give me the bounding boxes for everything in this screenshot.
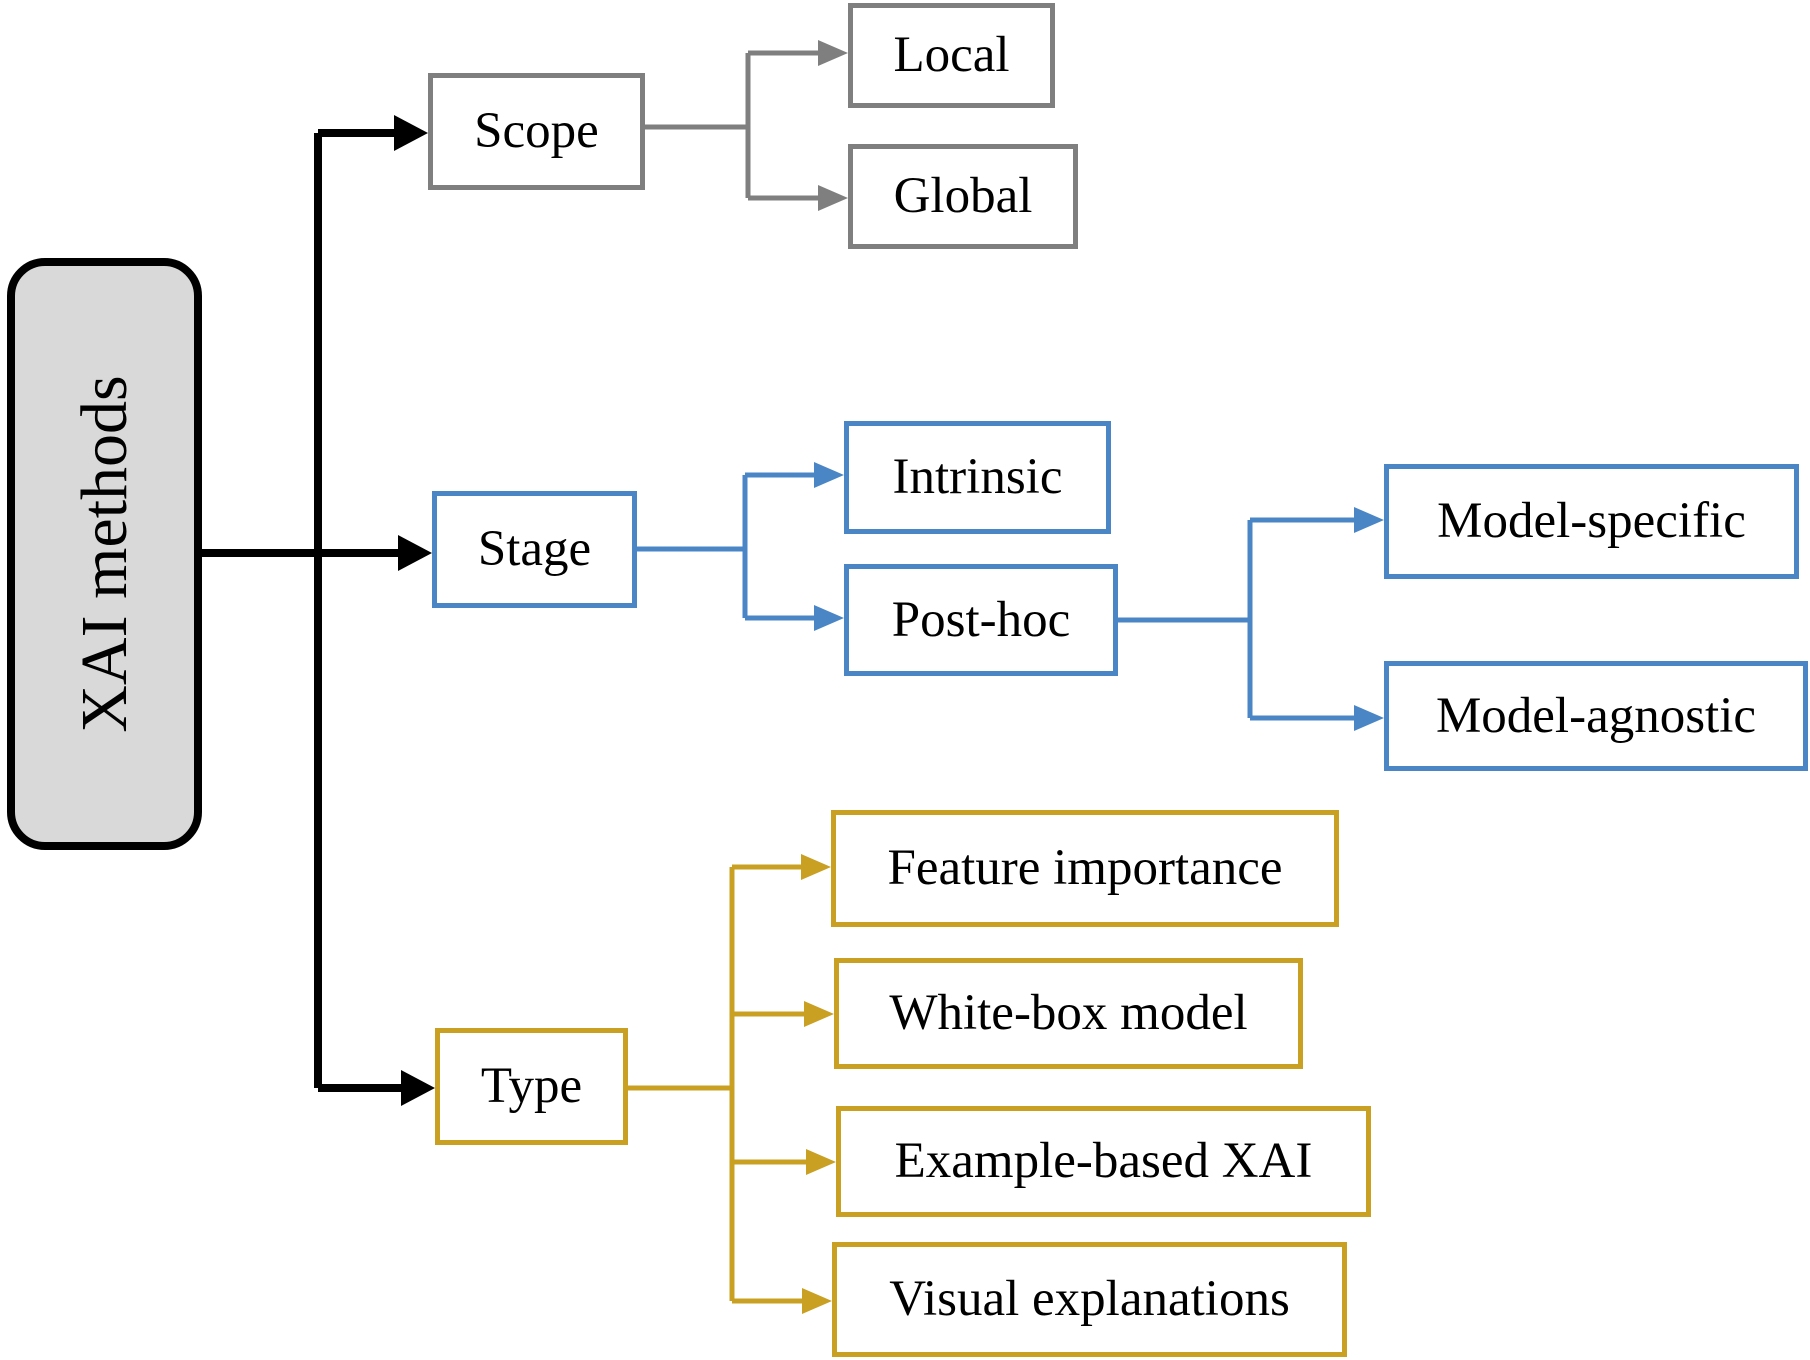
stage-node: Stage (432, 491, 637, 608)
scope-arrowheads (818, 40, 848, 211)
local-node: Local (848, 3, 1055, 108)
model-agnostic-node: Model-agnostic (1384, 661, 1808, 771)
root-label: XAI methods (67, 375, 141, 733)
arrow-to-posthoc-icon (814, 605, 844, 631)
stage-connectors (637, 472, 1358, 721)
arrow-to-scope-icon (394, 115, 428, 151)
post-hoc-node: Post-hoc (844, 564, 1118, 676)
white-box-model-node: White-box model (834, 958, 1303, 1069)
arrow-to-intrinsic-icon (814, 462, 844, 488)
arrow-to-model-specific-icon (1354, 507, 1384, 533)
intrinsic-node: Intrinsic (844, 421, 1111, 534)
arrow-to-global-icon (818, 185, 848, 211)
arrow-to-local-icon (818, 40, 848, 66)
scope-connectors (645, 50, 822, 201)
arrow-to-visual-explanations-icon (802, 1288, 832, 1314)
global-node: Global (848, 144, 1078, 249)
arrow-to-stage-icon (398, 535, 432, 571)
arrow-to-example-based-icon (806, 1149, 836, 1175)
scope-node: Scope (428, 73, 645, 190)
type-connectors (628, 864, 810, 1304)
model-specific-node: Model-specific (1384, 464, 1799, 579)
feature-importance-node: Feature importance (831, 810, 1339, 927)
stage-arrowheads (814, 462, 1384, 731)
type-node: Type (435, 1028, 628, 1145)
root-node: XAI methods (7, 258, 202, 850)
root-arrowheads (394, 115, 435, 1106)
example-based-xai-node: Example-based XAI (836, 1106, 1371, 1217)
visual-explanations-node: Visual explanations (832, 1242, 1347, 1357)
arrow-to-model-agnostic-icon (1354, 705, 1384, 731)
arrow-to-type-icon (401, 1070, 435, 1106)
arrow-to-feature-importance-icon (801, 854, 831, 880)
type-arrowheads (801, 854, 836, 1314)
root-connectors (202, 129, 405, 1092)
arrow-to-white-box-model-icon (804, 1001, 834, 1027)
